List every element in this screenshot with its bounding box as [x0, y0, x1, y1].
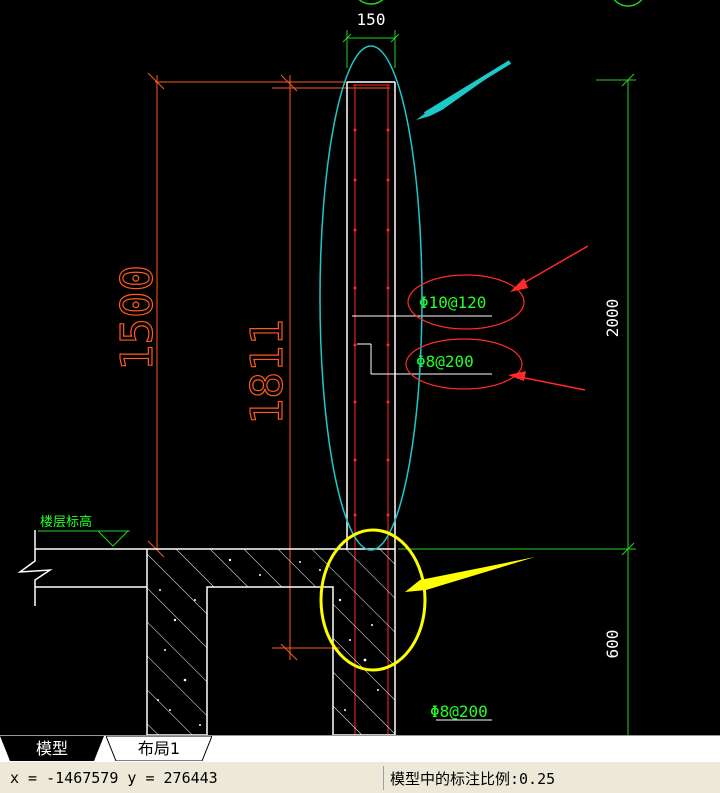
dimension-1811-label: 1811	[242, 319, 293, 425]
cyan-highlight-ellipse	[319, 45, 423, 551]
dimension-top-label: 150	[357, 10, 386, 29]
status-divider	[383, 766, 384, 790]
tab-model-label: 模型	[35, 739, 68, 758]
floor-level-label: 楼层标高	[40, 514, 92, 530]
dimension-2000-label: 2000	[603, 299, 622, 338]
layout-tab-bar: 模型 布局1	[0, 735, 720, 762]
tab-model-shape	[0, 736, 104, 761]
red-arrow-1-head	[510, 278, 528, 292]
cad-drawing-canvas[interactable]: 150 1500 1811 2000 600	[0, 0, 720, 735]
tab-layout-1[interactable]: 布局1	[106, 736, 212, 762]
red-highlight-ellipse-1	[407, 274, 525, 330]
red-arrow-2	[514, 375, 586, 391]
rebar-label-3: Φ8@200	[430, 702, 488, 721]
grid-bubble	[358, 0, 384, 5]
cursor-coordinates: x = -1467579 y = 276443	[10, 769, 218, 787]
red-arrow-1	[514, 245, 589, 289]
tab-model[interactable]: 模型	[0, 736, 104, 761]
annotation-scale[interactable]: 模型中的标注比例:0.25	[390, 770, 556, 788]
tab-layout-1-label: 布局1	[137, 739, 181, 758]
dimension-top	[342, 30, 400, 68]
floor-slab	[17, 530, 396, 735]
rebar-label-2: Φ8@200	[416, 352, 474, 371]
status-bar: x = -1467579 y = 276443 模型中的标注比例:0.25	[0, 761, 720, 793]
red-arrow-2-head	[508, 371, 526, 381]
rebar-dots	[353, 128, 390, 517]
dimension-1500-label: 1500	[112, 265, 163, 371]
yellow-arrow	[405, 557, 535, 592]
yellow-highlight-ellipse	[319, 528, 427, 672]
red-highlight-ellipse-2	[405, 338, 523, 390]
dimension-600-label: 600	[603, 630, 622, 659]
grid-bubble	[613, 0, 643, 7]
rebar-label-1: Φ10@120	[419, 293, 486, 312]
floor-level-marker	[38, 530, 130, 547]
dimension-right	[398, 73, 636, 735]
